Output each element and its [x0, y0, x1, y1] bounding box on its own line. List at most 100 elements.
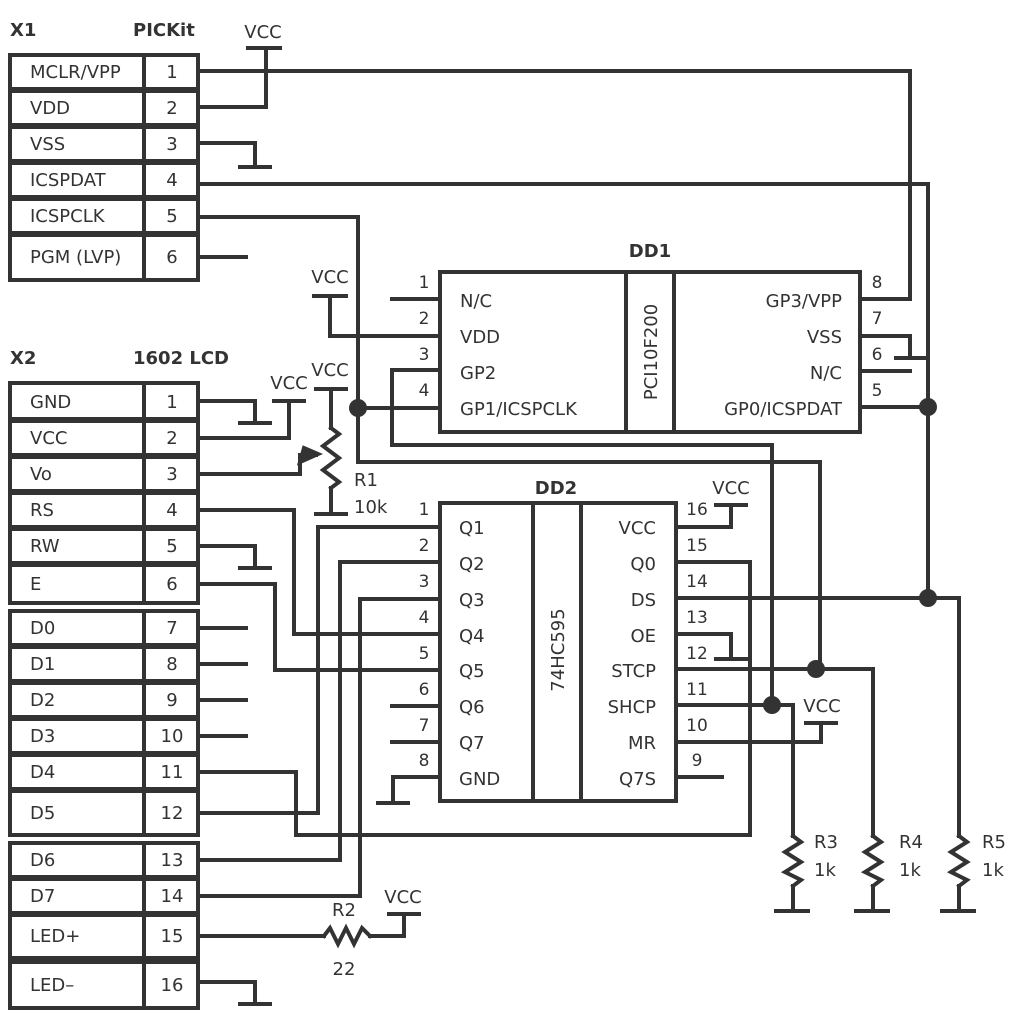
r2-value: 22: [333, 959, 356, 980]
wire-lcd-e: [196, 582, 442, 672]
r2-ref: R2: [332, 900, 356, 921]
dd2-pin-number: 11: [686, 680, 708, 700]
x2-pin-number: 6: [166, 574, 177, 595]
ic-dd2: DD2 74HC595 Q1 Q2 Q3 Q4 Q5 Q6 Q7 GND VCC…: [419, 478, 708, 803]
vcc-label: VCC: [384, 887, 421, 908]
x2-label-cell: [8, 913, 146, 960]
dd1-pin-number: 7: [872, 309, 883, 329]
dd1-pin-number: 4: [419, 381, 430, 401]
r5-ref: R5: [982, 832, 1006, 853]
dd2-pin-label: Q7: [459, 733, 485, 754]
x2-pin-label: LED+: [30, 926, 80, 947]
x2-designator: X2: [10, 348, 36, 369]
x2-pin-number: 7: [166, 618, 177, 639]
x2-pin-number: 16: [161, 975, 184, 996]
wire-dd1-vdd: [328, 294, 442, 338]
dd1-pin-number: 6: [872, 345, 883, 365]
dd2-pin-number: 7: [419, 716, 430, 736]
x2-label-cell: [8, 491, 146, 529]
r1-value: 10k: [354, 497, 388, 518]
vcc-labels: VCC VCC VCC VCC VCC VCC VCC: [244, 22, 840, 908]
dd1-pin-label: VDD: [460, 327, 500, 348]
dd2-pin-label: Q0: [630, 554, 656, 575]
x1-pin-number: 1: [166, 62, 177, 83]
dd2-pin-label: STCP: [611, 661, 656, 682]
dd1-pin-label: GP3/VPP: [766, 291, 842, 312]
dd1-part-number: PCI10F200: [641, 304, 662, 400]
x2-pin-number: 10: [161, 726, 184, 747]
wire-dd2-oe: [674, 632, 733, 661]
dd1-pin-number: 2: [419, 309, 430, 329]
x2-pin-number: 5: [166, 536, 177, 557]
wire-dd1-gp2: [390, 368, 774, 707]
dd1-pin-label: GP0/ICSPDAT: [724, 399, 843, 420]
x2-num-cell: [142, 789, 200, 837]
x2-pin-number: 13: [161, 850, 184, 871]
wire-lcd-d6: [196, 560, 442, 862]
dd1-pin-label: GP2: [460, 363, 496, 384]
wire-lcd-d5: [196, 525, 442, 815]
x1-pin-label: VSS: [30, 134, 65, 155]
x1-name: PICKit: [133, 20, 195, 41]
wire-lcd-vo: [196, 453, 318, 476]
resistor-labels: R1 10k R2 22 R3 1k R4 1k R5 1k: [332, 470, 1006, 980]
junction-dot: [349, 399, 367, 417]
dd2-pin-label: GND: [459, 769, 500, 790]
x1-pin-number: 4: [166, 170, 177, 191]
x2-pin-number: 3: [166, 464, 177, 485]
vcc-label: VCC: [311, 267, 348, 288]
x2-label-cell: [8, 455, 146, 493]
x1-pin-label: ICSPCLK: [30, 206, 106, 227]
dd2-pin-number: 13: [686, 608, 708, 628]
dd2-pin-number: 14: [686, 572, 708, 592]
x1-pin-number: 5: [166, 206, 177, 227]
x2-pin-number: 1: [166, 392, 177, 413]
dd2-pin-label: OE: [630, 626, 656, 647]
dd1-body: [438, 270, 862, 434]
junction-dot: [919, 589, 937, 607]
wire-vss-gnd: [196, 141, 257, 169]
dd2-pin-label: Q7S: [619, 769, 656, 790]
x1-pin-number: 6: [166, 247, 177, 268]
x1-pin-label: ICSPDAT: [30, 170, 107, 191]
x2-pin-label: RS: [30, 500, 54, 521]
wire-icspclk: [196, 215, 822, 671]
dd2-designator: DD2: [535, 478, 577, 499]
x2-name: 1602 LCD: [133, 348, 229, 369]
resistor-bodies: [296, 425, 971, 949]
x2-pin-label: RW: [30, 536, 60, 557]
ic-dd1: DD1 PCI10F200 N/C VDD GP2 GP1/ICSPCLK GP…: [419, 241, 883, 434]
x1-pin-label: PGM (LVP): [30, 247, 121, 268]
x2-pin-label: D4: [30, 762, 55, 783]
dd2-pin-label: SHCP: [608, 697, 657, 718]
r5-value: 1k: [982, 860, 1004, 881]
dd1-pin-label: N/C: [460, 291, 492, 312]
x1-num-cell: [142, 161, 200, 199]
x2-num-cell: [142, 913, 200, 960]
dd1-pin-number: 5: [872, 381, 883, 401]
dd2-pin-number: 9: [692, 751, 703, 771]
x2-pin-number: 15: [161, 926, 184, 947]
junction-dot: [919, 398, 937, 416]
x2-pin-label: D1: [30, 654, 55, 675]
x2-label-cell: [8, 563, 146, 605]
dd2-pin-number: 4: [419, 608, 430, 628]
x2-num-cell: [142, 960, 200, 1010]
x2-pin-number: 9: [166, 690, 177, 711]
dd2-pin-number: 12: [686, 644, 708, 664]
dd1-pin-number: 8: [872, 273, 883, 293]
vcc-label: VCC: [270, 373, 307, 394]
wire-dd2-gnd: [391, 775, 442, 805]
dd2-pin-label: VCC: [619, 518, 656, 539]
wire-dd2-vcc: [674, 503, 733, 529]
x2-pin-number: 4: [166, 500, 177, 521]
vcc-label: VCC: [311, 360, 348, 381]
dd2-body: [438, 501, 678, 803]
x2-pin-label: D2: [30, 690, 55, 711]
x2-pin-number: 12: [161, 803, 184, 824]
vcc-label: VCC: [712, 478, 749, 499]
dd1-pin-number: 1: [419, 273, 430, 293]
wire-icspdat: [196, 182, 930, 600]
x2-pin-number: 14: [161, 886, 184, 907]
wires: [196, 46, 961, 1006]
